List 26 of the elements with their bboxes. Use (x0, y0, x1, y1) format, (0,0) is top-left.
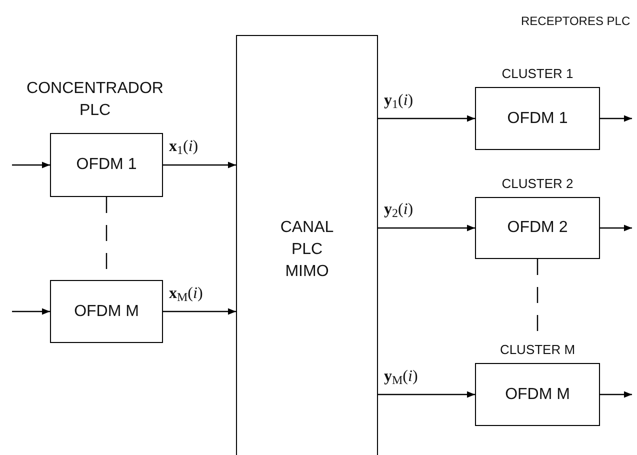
box-heading: CLUSTER 1 (500, 65, 574, 83)
arrow (600, 115, 632, 122)
box-label: OFDM M (74, 302, 139, 322)
edge-label: y$_{1}$(i) (384, 90, 414, 110)
box-label: OFDM 1 (76, 155, 137, 175)
box-heading: CLUSTER 2 (500, 175, 574, 193)
arrow (12, 308, 50, 315)
arrow (163, 162, 236, 168)
arrow (163, 308, 236, 315)
arrow (378, 391, 475, 398)
edge-label: y$_{M}$(i) (384, 366, 418, 386)
edge-label: x$_{1}$(i) (169, 137, 198, 157)
arrow (378, 115, 475, 122)
group-heading: CONCENTRADOR PLC (26, 79, 164, 121)
edge-label: x$_{M}$(i) (169, 284, 203, 304)
box-heading: CLUSTER M (498, 341, 576, 359)
box-label: OFDM 2 (507, 218, 568, 238)
edge-label: y$_{2}$(i) (384, 200, 414, 220)
arrow (600, 224, 632, 232)
box-label: OFDM 1 (507, 108, 568, 128)
arrow (378, 224, 475, 232)
arrow (600, 391, 632, 398)
group-heading: RECEPTORES PLC (521, 13, 630, 30)
box-label: CANAL PLC MIMO (279, 218, 335, 282)
arrow (12, 162, 50, 168)
box-label: OFDM M (505, 384, 570, 404)
